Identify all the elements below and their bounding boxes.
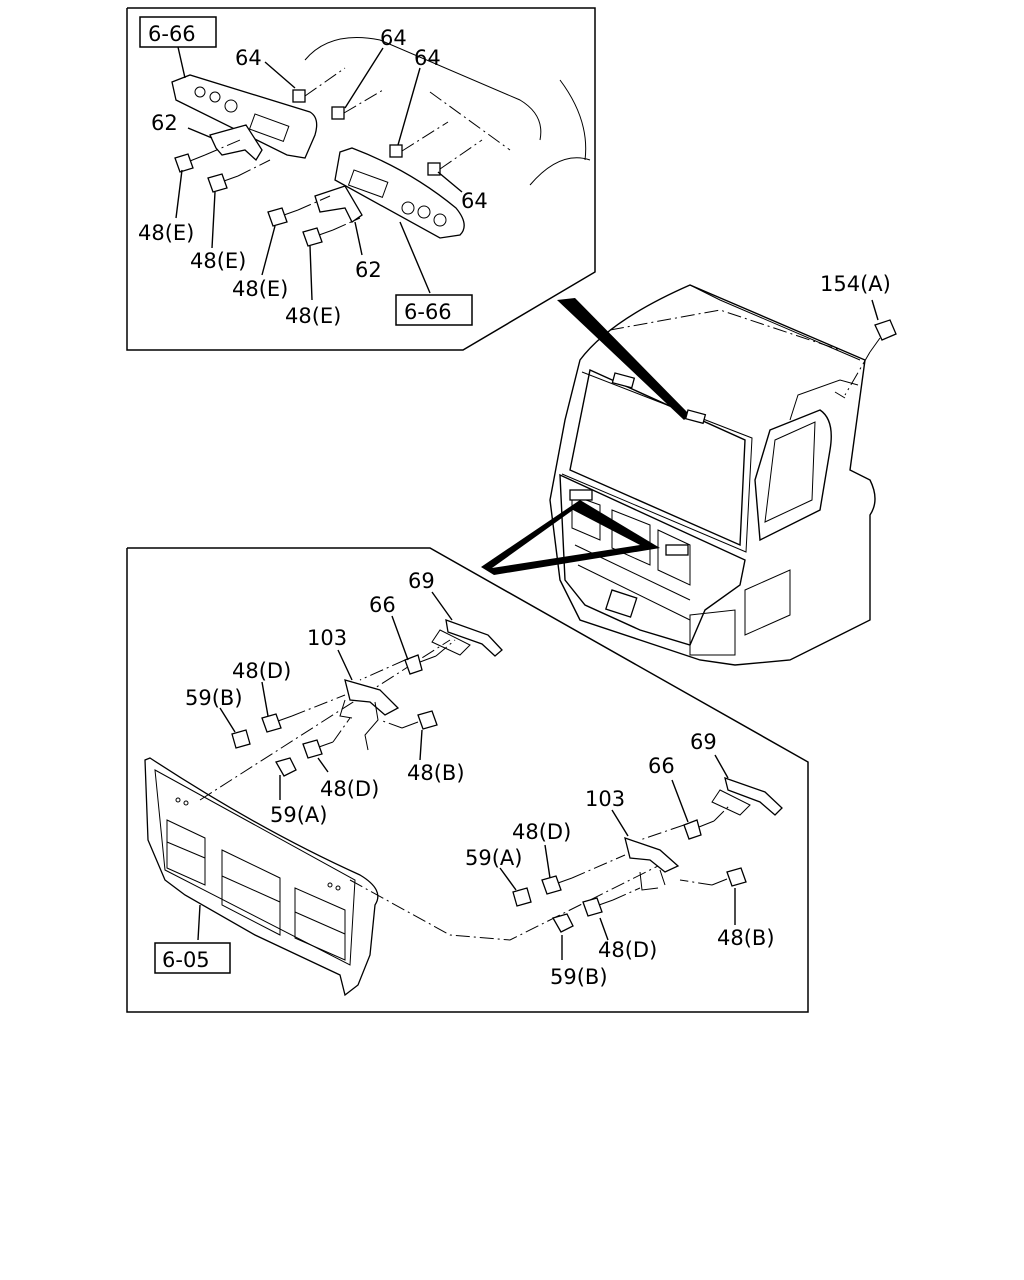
truck-cab-illustration: 154(A) (481, 272, 897, 666)
headlamp (689, 609, 736, 656)
mount-69-right (724, 776, 783, 816)
callout-59a-b: 59(A) (465, 846, 522, 870)
callout-48b-a: 48(B) (407, 761, 465, 785)
callout-48d-c: 48(D) (512, 820, 571, 844)
callout-48d-a: 48(D) (232, 659, 291, 683)
nut-59a-right (512, 887, 532, 907)
bracket-62-right (314, 185, 363, 223)
callout-66-b: 66 (648, 754, 675, 778)
grille-panel-605 (144, 757, 379, 997)
clip-64-b (331, 106, 345, 120)
ref-666-a: 6-66 (148, 22, 196, 46)
mirror-bracket (789, 379, 859, 421)
pointer-wedge-top (557, 298, 690, 420)
bolt-66-right (683, 819, 715, 840)
bottom-panel-frame (126, 547, 809, 1013)
callout-48e-b: 48(E) (190, 249, 246, 273)
top-panel-frame (126, 7, 596, 351)
bracket-103-left (344, 679, 400, 716)
callout-103-a: 103 (307, 626, 347, 650)
callout-64-b: 64 (380, 26, 407, 50)
bolt-48b-right (711, 867, 747, 887)
callout-48e-a: 48(E) (138, 221, 194, 245)
callout-59a-a: 59(A) (270, 803, 327, 827)
bolt-48e-c (267, 207, 299, 227)
callout-64-c: 64 (414, 46, 441, 70)
callout-64-d: 64 (461, 189, 488, 213)
top-leader-lines (175, 46, 463, 301)
callout-69-a: 69 (408, 569, 435, 593)
callout-66-a: 66 (369, 593, 396, 617)
bolt-48e-a (174, 153, 206, 173)
ref-box-666-b (395, 294, 473, 326)
callout-62-b: 62 (355, 258, 382, 282)
callout-69-b: 69 (690, 730, 717, 754)
trim-panel-right (334, 147, 465, 239)
callout-48b-b: 48(B) (717, 926, 775, 950)
bolt-48d-left-a (261, 713, 293, 733)
bolt-48d-left-b (302, 739, 334, 759)
callout-48e-c: 48(E) (232, 277, 288, 301)
mount-69-left (445, 619, 503, 657)
callout-48d-b: 48(D) (320, 777, 379, 801)
bottom-detail-panel: 6-05 69 66 103 48(D) 59(B) 48(B) 48(D) 5… (126, 547, 809, 1013)
callout-64-a: 64 (235, 46, 262, 70)
bolt-48d-right-b (582, 897, 614, 917)
ref-666-b: 6-66 (404, 300, 452, 324)
bolt-66-left (404, 654, 437, 675)
callout-59b-b: 59(B) (550, 965, 608, 989)
callout-48e-d: 48(E) (285, 304, 341, 328)
ref-605: 6-05 (162, 948, 210, 972)
clip-64-d (427, 162, 441, 176)
callout-154a: 154(A) (820, 272, 891, 296)
ref-box-605 (154, 942, 231, 974)
trim-panel-left (171, 74, 318, 159)
cab-background-outline (304, 37, 542, 141)
callout-59b-a: 59(B) (185, 686, 243, 710)
callout-62-a: 62 (151, 111, 178, 135)
clip-64-c (389, 144, 403, 158)
nut-59a-left (275, 757, 297, 777)
bracket-103-right (624, 836, 680, 873)
bolt-48e-b (207, 173, 239, 193)
side-window (754, 409, 832, 542)
bolt-48d-right-a (541, 875, 573, 895)
bolt-48b-left (401, 710, 438, 730)
callout-48d-d: 48(D) (598, 938, 657, 962)
nut-59b-right (552, 913, 574, 933)
nut-59b-left (231, 729, 251, 749)
bolt-154a (869, 319, 897, 353)
clip-64-a (292, 89, 306, 103)
cab-body (549, 284, 876, 666)
bottom-leader-lines (197, 591, 736, 960)
license-plate (605, 589, 638, 618)
ref-box-666-a (139, 16, 217, 48)
callout-103-b: 103 (585, 787, 625, 811)
top-detail-panel: 6-66 6-66 64 64 64 64 62 62 48(E) 48(E) … (126, 7, 596, 351)
bracket-62-left (209, 124, 263, 162)
bolt-48e-d (302, 227, 334, 247)
